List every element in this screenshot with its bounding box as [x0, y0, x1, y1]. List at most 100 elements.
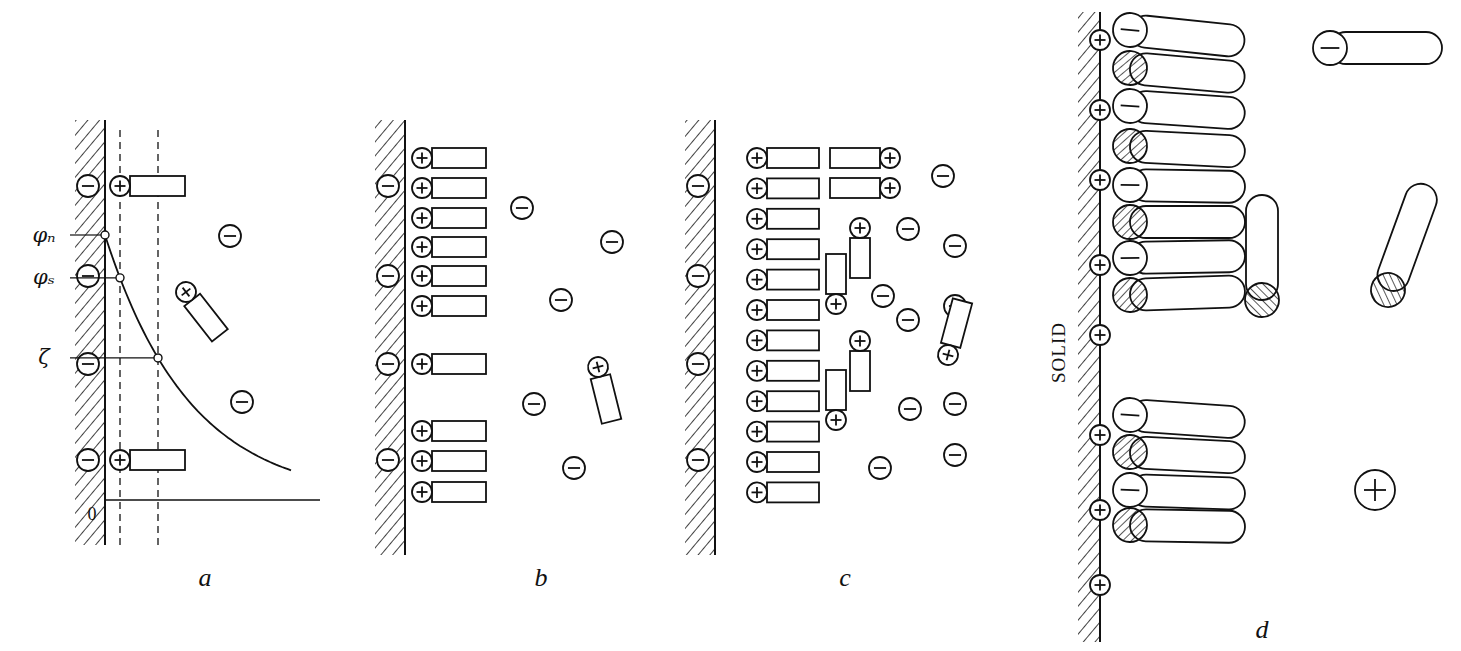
charge-sign: [756, 487, 758, 498]
surfactant-ion: [747, 391, 819, 411]
ion-circle: [77, 353, 99, 375]
ion-circle: [687, 353, 709, 375]
charge-sign: [1121, 105, 1140, 106]
ion-circle: [601, 231, 623, 253]
ion-circle: [1090, 30, 1110, 50]
ion-circle: [687, 175, 709, 197]
polar-head: [747, 482, 767, 502]
charge-sign: [756, 153, 758, 164]
charge-sign: [756, 396, 758, 407]
polar-head: [412, 266, 432, 286]
surfactant-ion: [586, 355, 621, 424]
polar-head: [747, 300, 767, 320]
ion: [899, 398, 921, 420]
panel-letter: a: [199, 565, 212, 591]
curve-point: [101, 231, 109, 239]
surfactant-molecule: [1112, 88, 1246, 131]
charge-sign: [692, 459, 704, 461]
polar-head: [1113, 168, 1148, 203]
ion: [511, 197, 533, 219]
charge-sign: [1121, 29, 1140, 31]
hydrocarbon-tail: [767, 239, 819, 259]
ion-circle: [1090, 500, 1110, 520]
ion-circle: [377, 175, 399, 197]
surfactant-molecule: [1112, 128, 1246, 169]
ion-circle: [897, 218, 919, 240]
surfactant-ion: [412, 178, 486, 198]
surfactant-ion: [412, 482, 486, 502]
polar-head: [747, 239, 767, 259]
ion-circle: [944, 235, 966, 257]
polar-head: [747, 209, 767, 229]
charge-sign: [756, 244, 758, 255]
ion-circle: [77, 449, 99, 471]
ion: [687, 353, 709, 375]
leader-line: [70, 234, 101, 235]
charge-sign: [855, 340, 866, 342]
hydrocarbon-tail: [826, 370, 846, 410]
hydrocarbon-tail: [826, 254, 846, 294]
surfactant-molecule: [1113, 205, 1245, 239]
ion: [77, 449, 99, 471]
hydrocarbon-tail: [767, 391, 819, 411]
polar-head: [1112, 434, 1148, 470]
hydrocarbon-tail: [432, 296, 486, 316]
ion-circle: [231, 391, 253, 413]
polar-head: [172, 278, 200, 306]
hydrocarbon-tail: [432, 421, 486, 441]
surfactant-ion: [747, 239, 819, 259]
surfactant-ion: [850, 331, 870, 391]
charge-sign: [874, 467, 886, 469]
charge-sign: [902, 228, 914, 230]
surfactant-ion: [747, 148, 819, 168]
hydrocarbon-tail: [767, 361, 819, 381]
surfactant-ion: [747, 178, 819, 198]
hydrocarbon-tail: [767, 422, 819, 442]
hydrocarbon-tail: [432, 148, 486, 168]
polar-head: [1112, 472, 1147, 507]
polar-head: [826, 410, 846, 430]
ion-circle: [944, 444, 966, 466]
polar-head: [412, 237, 432, 257]
surfactant-ion: [412, 266, 486, 286]
surfactant-molecule: [1112, 50, 1246, 95]
charge-sign: [606, 241, 618, 243]
ion: [1090, 575, 1110, 595]
ion-circle: [523, 393, 545, 415]
wall-line: [104, 120, 106, 545]
potential-symbol: φₙ: [32, 225, 55, 246]
charge-sign: [1099, 105, 1101, 116]
charge-sign: [421, 153, 423, 164]
charge-sign: [937, 175, 949, 177]
ion: [219, 225, 241, 247]
ion: [550, 289, 572, 311]
ion-circle: [687, 449, 709, 471]
hydrocarbon-tail: [432, 178, 486, 198]
charge-sign: [877, 295, 889, 297]
charge-sign: [831, 303, 842, 305]
ion: [687, 449, 709, 471]
ion: [944, 393, 966, 415]
charge-sign: [82, 459, 94, 461]
charge-sign: [756, 213, 758, 224]
curve-point: [116, 274, 124, 282]
surfactant-ion: [747, 452, 819, 472]
polar-head: [747, 270, 767, 290]
surfactant-molecule: [1112, 397, 1246, 440]
charge-sign: [421, 213, 423, 224]
ion-circle: [1355, 470, 1395, 510]
charge-sign: [421, 456, 423, 467]
hydrocarbon-tail: [767, 270, 819, 290]
polar-head: [1113, 508, 1148, 543]
charge-sign: [949, 245, 961, 247]
polar-head: [412, 178, 432, 198]
ion: [77, 265, 99, 287]
ion-circle: [1090, 255, 1110, 275]
polar-head: [1112, 50, 1149, 87]
hydrocarbon-tail: [850, 238, 870, 278]
hydrocarbon-tail: [432, 451, 486, 471]
surfactant-ion: [747, 270, 819, 290]
charge-sign: [382, 363, 394, 365]
charge-sign: [1321, 47, 1340, 49]
